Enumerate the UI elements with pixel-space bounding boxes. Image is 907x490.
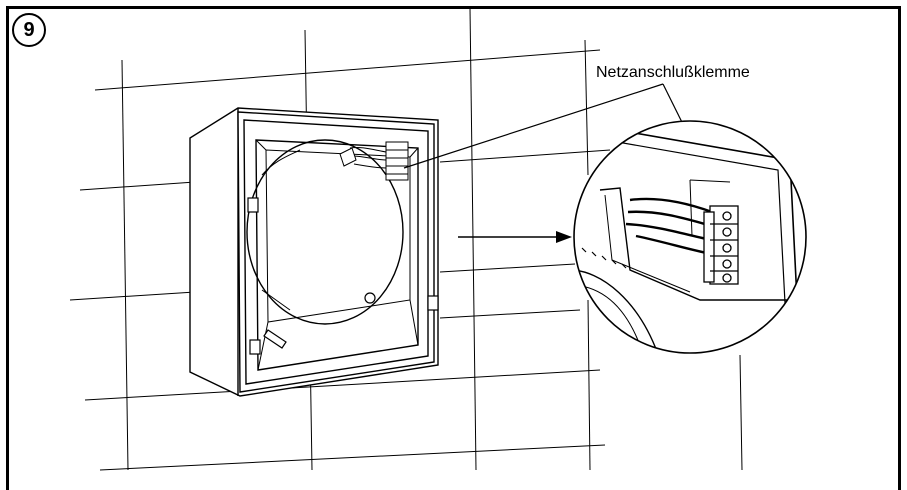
hinge-parts bbox=[247, 197, 439, 355]
step-number: 9 bbox=[23, 18, 35, 41]
magnify-arrow bbox=[458, 231, 572, 243]
magnified-detail bbox=[573, 120, 807, 354]
step-number-badge: 9 bbox=[12, 13, 46, 47]
callout-label-netzanschlussklemme: Netzanschlußklemme bbox=[596, 64, 750, 81]
terminal-block-small bbox=[339, 141, 409, 181]
terminal-block-large bbox=[703, 205, 739, 285]
fan-housing bbox=[189, 107, 439, 397]
duct-opening bbox=[246, 139, 404, 325]
